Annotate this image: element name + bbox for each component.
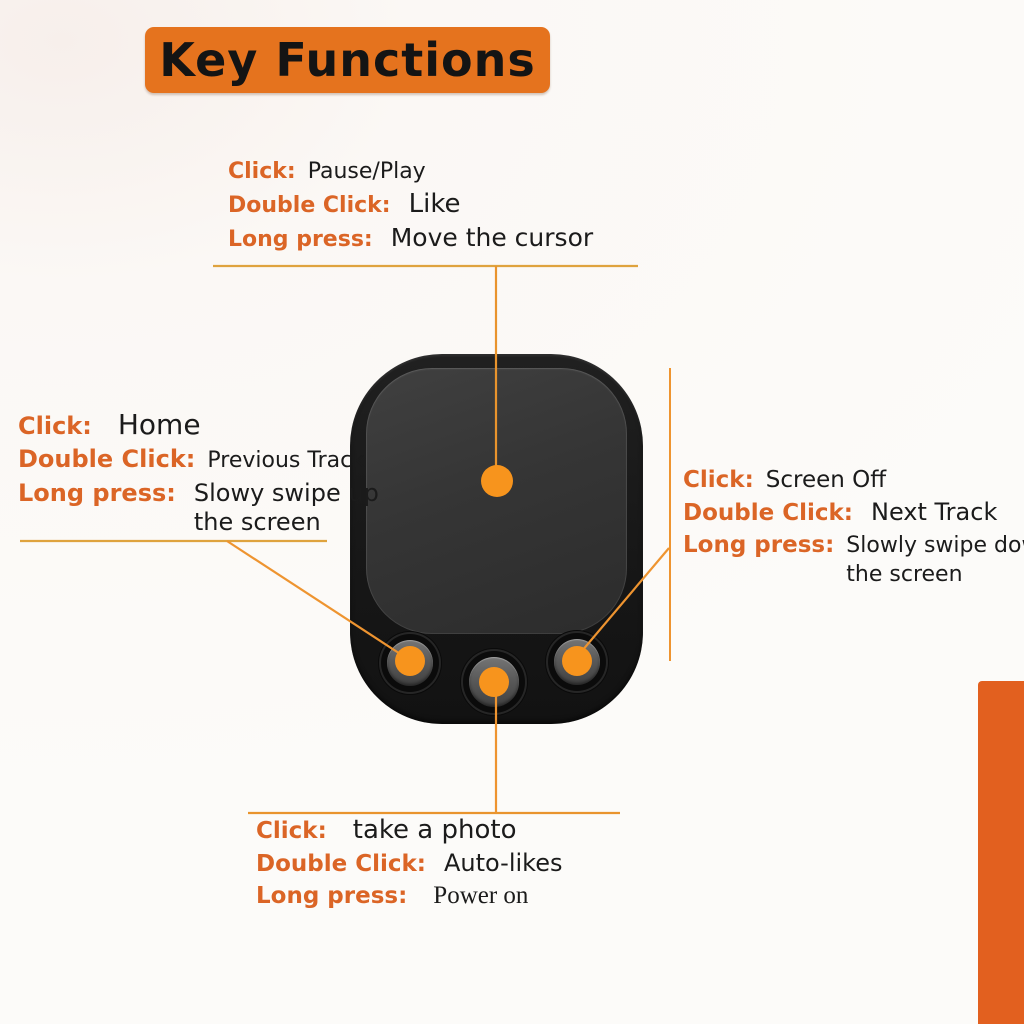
action-value: Previous Track bbox=[207, 448, 365, 473]
action-label: Double Click: bbox=[228, 193, 391, 218]
function-row: Click: take a photo bbox=[256, 814, 562, 847]
action-value: Move the cursor bbox=[390, 223, 594, 252]
function-row: Double Click: Previous Track bbox=[18, 443, 379, 477]
function-row: Double Click: Next Track bbox=[683, 496, 1024, 529]
action-label: Click: bbox=[18, 412, 92, 440]
annotation-center-button: Click: take a photo Double Click: Auto-l… bbox=[256, 814, 562, 912]
action-value-line2: the screen bbox=[193, 508, 321, 536]
action-value: Power on bbox=[433, 882, 529, 909]
touchpad bbox=[366, 368, 627, 634]
action-value: Home bbox=[117, 408, 201, 441]
function-row: Double Click: Like bbox=[228, 188, 593, 222]
action-label: Long press: bbox=[683, 532, 835, 558]
action-value-line1: Slowy swipe up bbox=[193, 479, 379, 507]
action-value-line2: the screen bbox=[846, 562, 963, 587]
function-row: Double Click: Auto-likes bbox=[256, 847, 562, 880]
action-value: Like bbox=[408, 189, 461, 219]
action-value-line1: Slowly swipe down bbox=[846, 533, 1024, 558]
action-value: Next Track bbox=[871, 498, 998, 526]
action-label: Long press: bbox=[256, 883, 408, 909]
right-button-marker-dot bbox=[562, 646, 592, 676]
action-value: Slowy swipe up the screen bbox=[194, 479, 379, 537]
function-row: Long press: Slowy swipe up the screen bbox=[18, 477, 379, 537]
action-value: Slowly swipe down the screen bbox=[846, 531, 1024, 589]
action-label: Click: bbox=[256, 818, 327, 844]
touchpad-bottom-arc bbox=[366, 368, 627, 634]
page-title: Key Functions bbox=[159, 33, 536, 87]
title-banner: Key Functions bbox=[145, 27, 550, 93]
action-value: Screen Off bbox=[765, 467, 887, 493]
left-button-marker-dot bbox=[395, 646, 425, 676]
action-label: Click: bbox=[228, 159, 296, 184]
annotation-right-button: Click: Screen Off Double Click: Next Tra… bbox=[683, 464, 1024, 589]
action-label: Click: bbox=[683, 467, 754, 493]
action-label: Long press: bbox=[18, 479, 176, 507]
action-value: Auto-likes bbox=[444, 849, 563, 877]
function-row: Long press: Move the cursor bbox=[228, 222, 593, 256]
function-row: Click: Screen Off bbox=[683, 464, 1024, 496]
action-label: Double Click: bbox=[18, 445, 196, 473]
function-row: Click: Pause/Play bbox=[228, 156, 593, 188]
action-label: Double Click: bbox=[256, 851, 426, 877]
function-row: Click: Home bbox=[18, 408, 379, 443]
touchpad-marker-dot bbox=[481, 465, 513, 497]
annotation-touchpad: Click: Pause/Play Double Click: Like Lon… bbox=[228, 156, 593, 256]
center-button-marker-dot bbox=[479, 667, 509, 697]
action-label: Double Click: bbox=[683, 500, 853, 526]
function-row: Long press: Slowly swipe down the screen bbox=[683, 529, 1024, 589]
side-accent-bar bbox=[978, 681, 1024, 1024]
function-row: Long press: Power on bbox=[256, 880, 562, 912]
action-value: Pause/Play bbox=[307, 159, 426, 184]
annotation-left-button: Click: Home Double Click: Previous Track… bbox=[18, 408, 379, 537]
action-value: take a photo bbox=[352, 815, 517, 845]
action-label: Long press: bbox=[228, 227, 373, 252]
